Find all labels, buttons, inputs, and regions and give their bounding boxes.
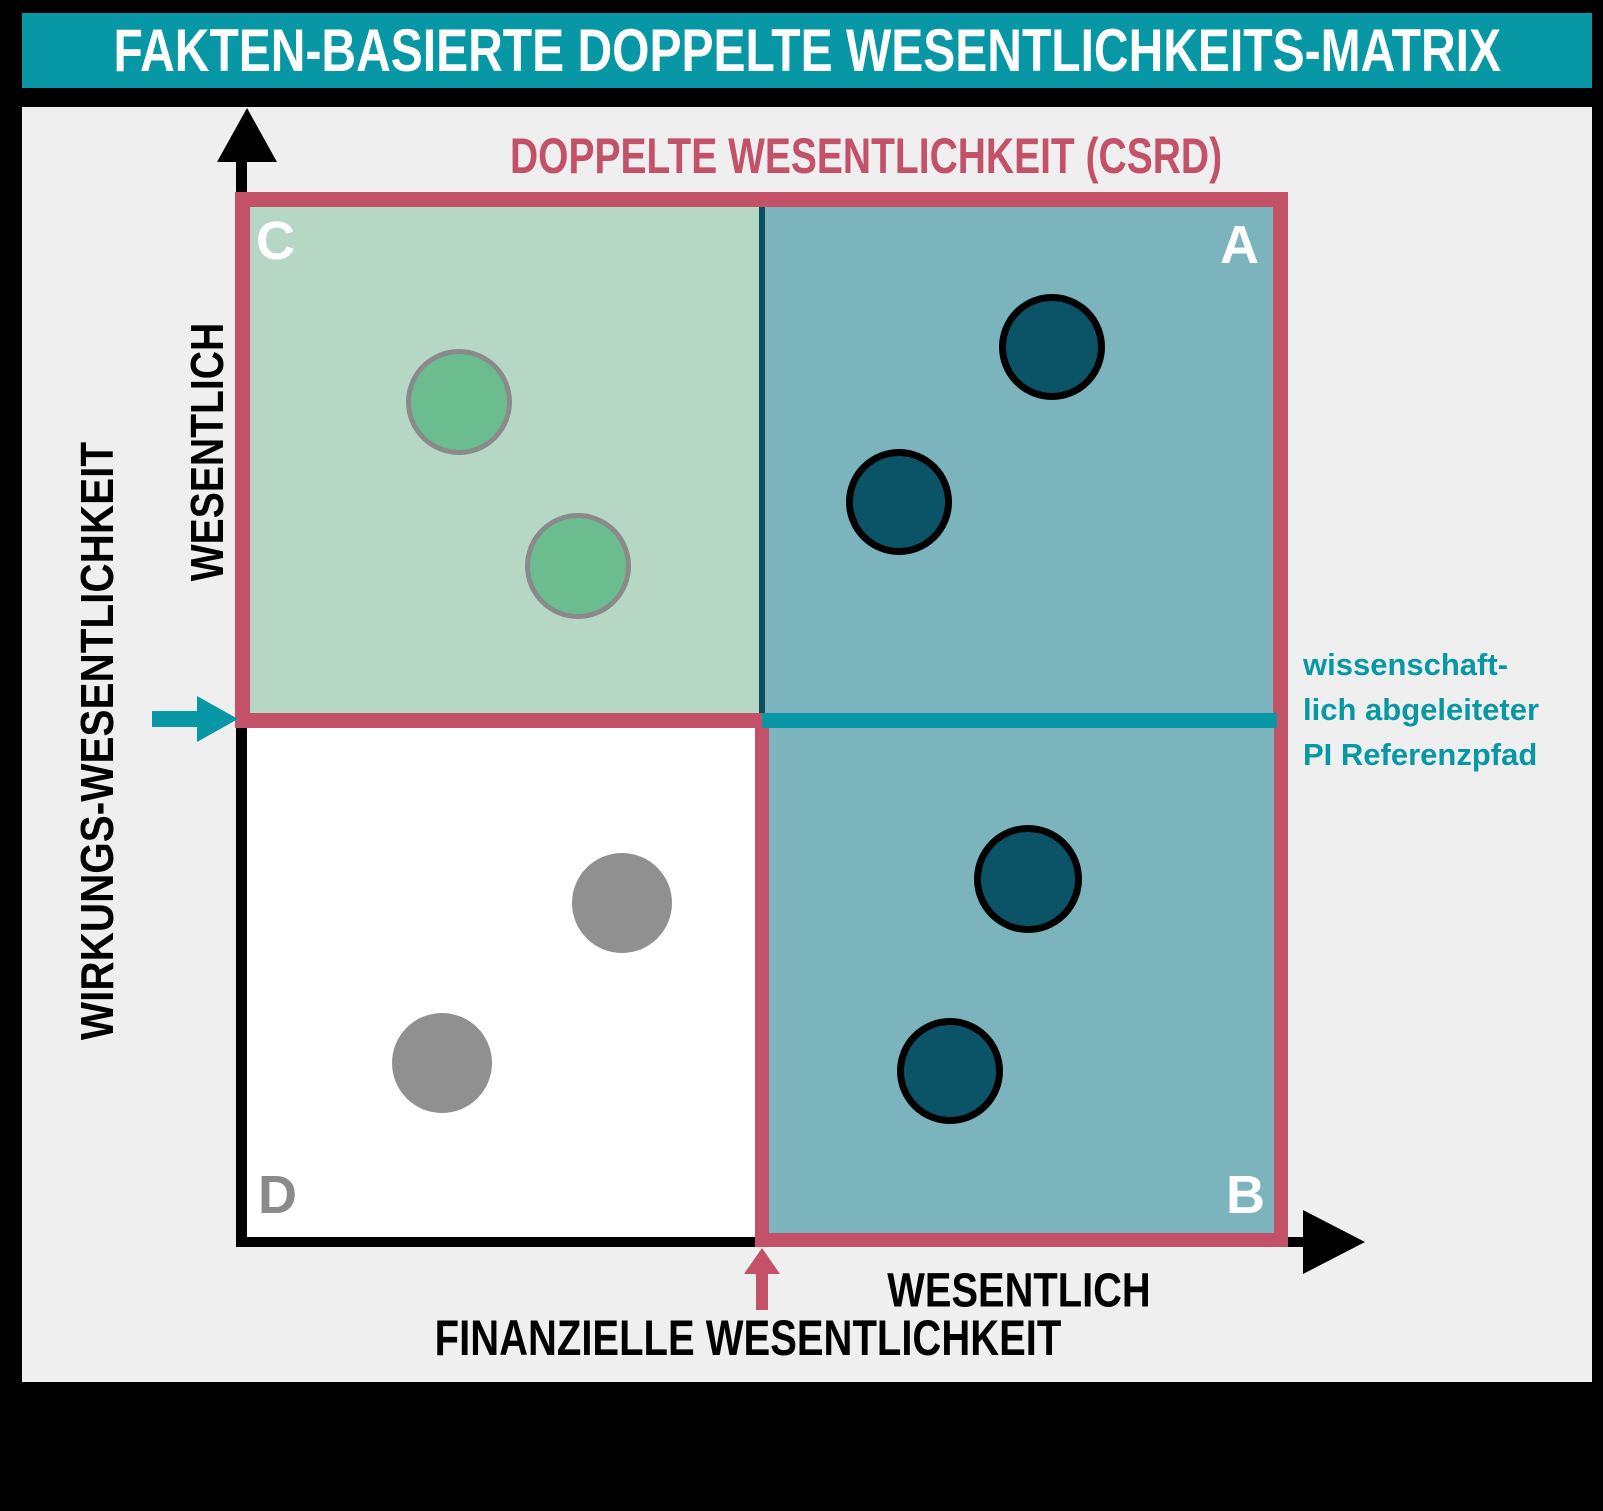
quadrant-label-b: B (1226, 1165, 1265, 1225)
x-axis-label: FINANZIELLE WESENTLICHKEIT (434, 1310, 1062, 1366)
financial-threshold-arrow-icon (756, 1272, 768, 1310)
data-dot-b (974, 825, 1082, 933)
pi-reference-label-line2: lich abgeleiteter (1303, 692, 1540, 727)
data-dot-c (406, 349, 512, 455)
double-materiality-box (235, 192, 1288, 728)
page-title: FAKTEN-BASIERTE DOPPELTE WESENTLICHKEITS… (113, 17, 1501, 84)
quadrant-divider (759, 207, 765, 713)
data-dot-b (897, 1018, 1003, 1124)
data-dot-a (846, 449, 952, 555)
pi-reference-line (762, 713, 1277, 728)
y-axis-threshold-label: WESENTLICH (181, 322, 233, 582)
impact-threshold-arrowhead-icon (197, 696, 238, 742)
data-dot-c (525, 513, 631, 619)
y-axis-arrowhead-icon (217, 108, 277, 162)
x-axis-threshold-label: WESENTLICH (887, 1264, 1151, 1318)
quadrant-label-d: D (258, 1165, 297, 1225)
data-dot-d (572, 853, 672, 953)
data-dot-a (999, 294, 1105, 400)
csrd-heading: DOPPELTE WESENTLICHKEIT (CSRD) (509, 128, 1223, 184)
quadrant-label-c: C (256, 211, 295, 271)
quadrant-a (765, 207, 1273, 713)
x-axis-arrowhead-icon (1303, 1210, 1365, 1274)
financial-threshold-arrowhead-icon (744, 1248, 780, 1274)
y-axis-label: WIRKUNGS-WESENTLICHKEIT (71, 441, 123, 1041)
data-dot-d (392, 1013, 492, 1113)
pi-reference-label-line1: wissenschaft- (1303, 647, 1509, 682)
quadrant-label-a: A (1220, 215, 1259, 275)
impact-threshold-arrow-icon (152, 711, 198, 727)
title-bar: FAKTEN-BASIERTE DOPPELTE WESENTLICHKEITS… (22, 13, 1592, 88)
pi-reference-label-line3: PI Referenzpfad (1303, 737, 1538, 772)
quadrant-c (250, 207, 759, 713)
quadrant-d (247, 728, 755, 1237)
quadrant-b (755, 713, 1288, 1247)
pi-reference-label: wissenschaft- lich abgeleiteter PI Refer… (1303, 642, 1539, 777)
